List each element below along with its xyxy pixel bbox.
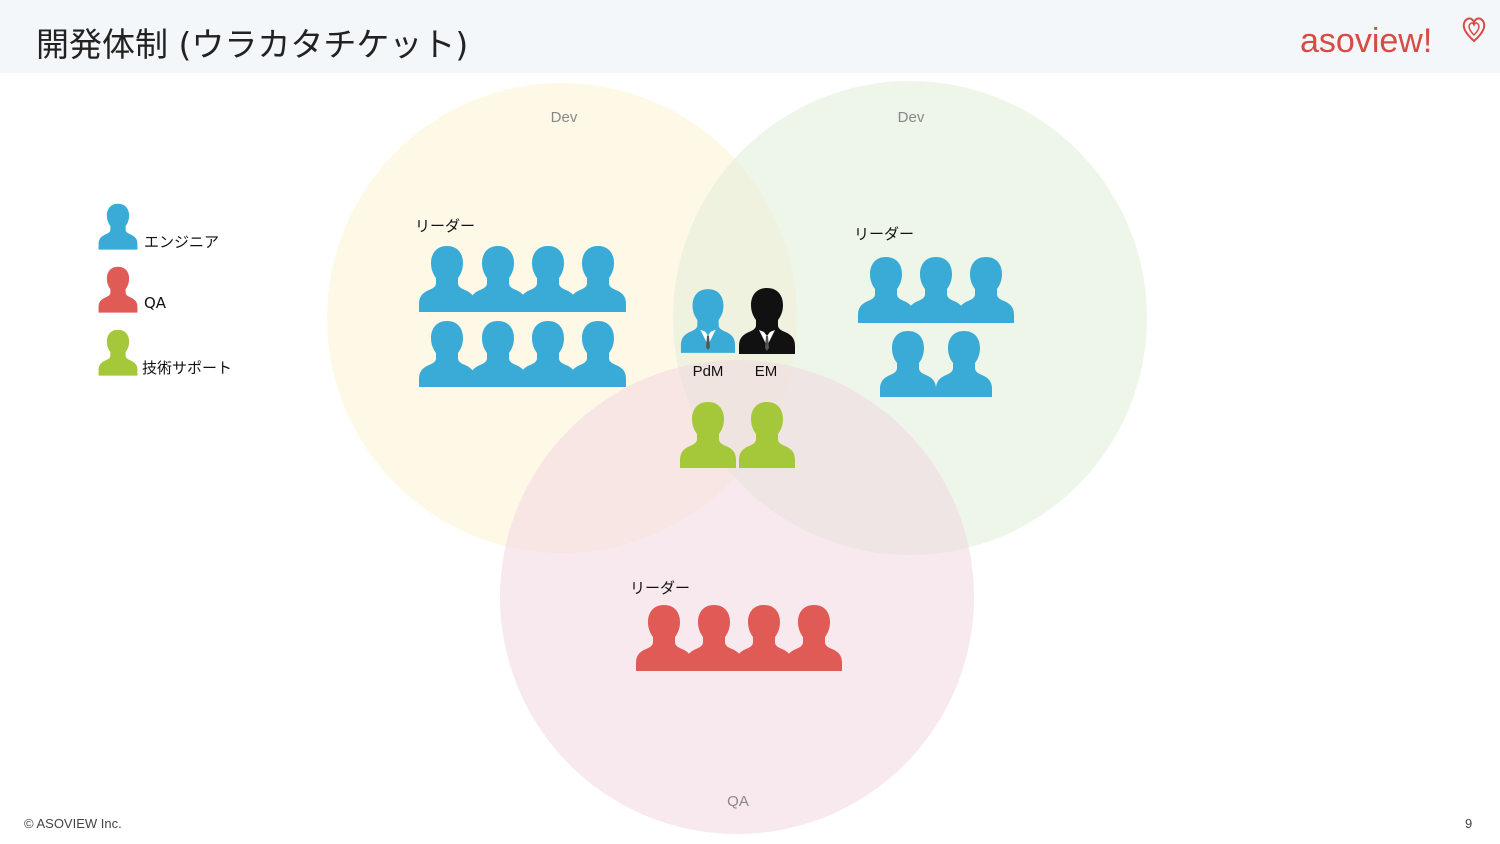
qa-circle [500, 360, 974, 834]
legend-engineer-label: エンジニア [144, 233, 220, 251]
logo-text: asoview! [1300, 22, 1433, 60]
dev2-leader-label: リーダー [854, 225, 914, 243]
heart-icon [1462, 17, 1486, 43]
qa-circle-label: QA [727, 793, 749, 810]
legend-support-icon [98, 329, 138, 376]
em-label: EM [755, 363, 778, 380]
qa-leader-label: リーダー [630, 579, 690, 597]
dev1-leader-label: リーダー [415, 217, 475, 235]
asoview-logo: asoview! [1300, 14, 1490, 62]
slide-header: 開発体制 (ウラカタチケット) asoview! [0, 0, 1500, 73]
slide-title: 開発体制 (ウラカタチケット) [36, 25, 469, 64]
legend-engineer-icon [98, 203, 138, 250]
legend-qa-icon [98, 266, 138, 313]
dev1-circle-label: Dev [551, 109, 578, 126]
page-number: 9 [1465, 816, 1473, 831]
pdm-label: PdM [693, 363, 724, 380]
legend-support-label: 技術サポート [142, 359, 233, 377]
copyright-text: © ASOVIEW Inc. [24, 816, 122, 831]
dev2-circle-label: Dev [898, 109, 925, 126]
legend-qa-label: QA [144, 294, 167, 312]
